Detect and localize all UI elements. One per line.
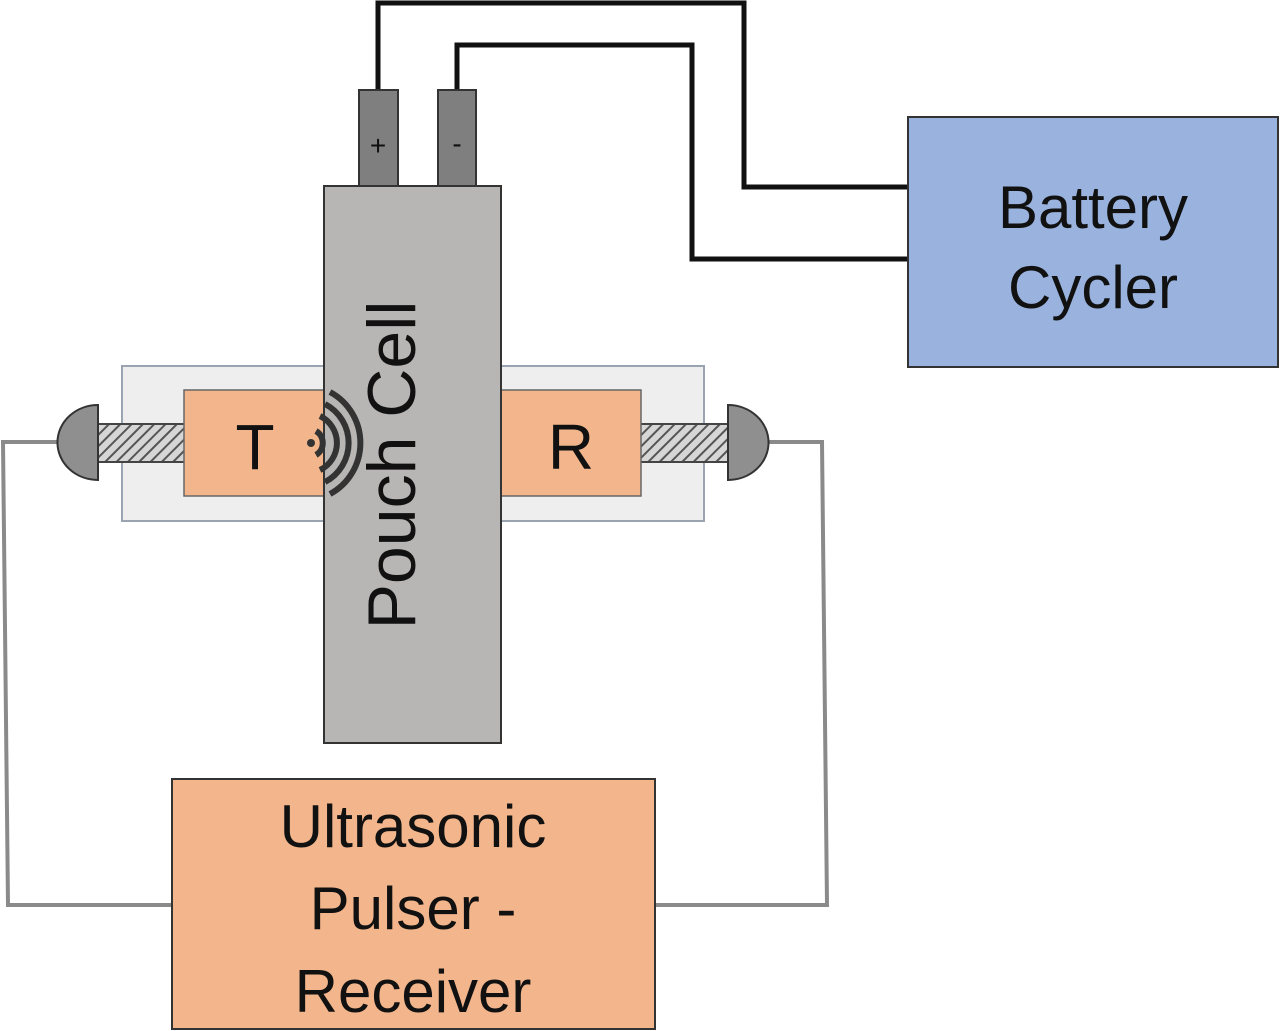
receiver-transducer: R (499, 389, 642, 497)
receiver-label: R (548, 411, 594, 483)
pouch-cell-label: Pouch Cell (354, 301, 430, 630)
receiver-wire (655, 440, 830, 907)
pouch-cell: Pouch Cell (323, 185, 502, 744)
positive-terminal-label: + (370, 130, 386, 161)
transmitter-label: T (235, 411, 274, 483)
positive-wire (375, 0, 908, 190)
battery-cycler-box: Battery Cycler (907, 116, 1279, 368)
ultrasonic-wires (0, 440, 830, 907)
right-clamp-screw-icon (639, 403, 770, 482)
transmitter-wire (0, 440, 172, 907)
battery-cycler-line1: Battery (998, 174, 1188, 241)
wave-emission-icon (307, 389, 364, 497)
positive-terminal: + (358, 89, 399, 187)
negative-wire (454, 42, 908, 262)
negative-terminal-label: - (452, 128, 461, 159)
cycler-wires (375, 0, 908, 262)
pulser-receiver-box: Ultrasonic Pulser - Receiver (171, 778, 656, 1030)
pulser-receiver-line2: Pulser - (310, 875, 517, 942)
negative-terminal: - (437, 89, 477, 187)
pulser-receiver-line3: Receiver (295, 958, 532, 1025)
transmitter-transducer: T (183, 389, 327, 497)
left-clamp-screw-icon (56, 403, 187, 482)
battery-cycler-line2: Cycler (1008, 254, 1178, 321)
pulser-receiver-line1: Ultrasonic (280, 793, 547, 860)
